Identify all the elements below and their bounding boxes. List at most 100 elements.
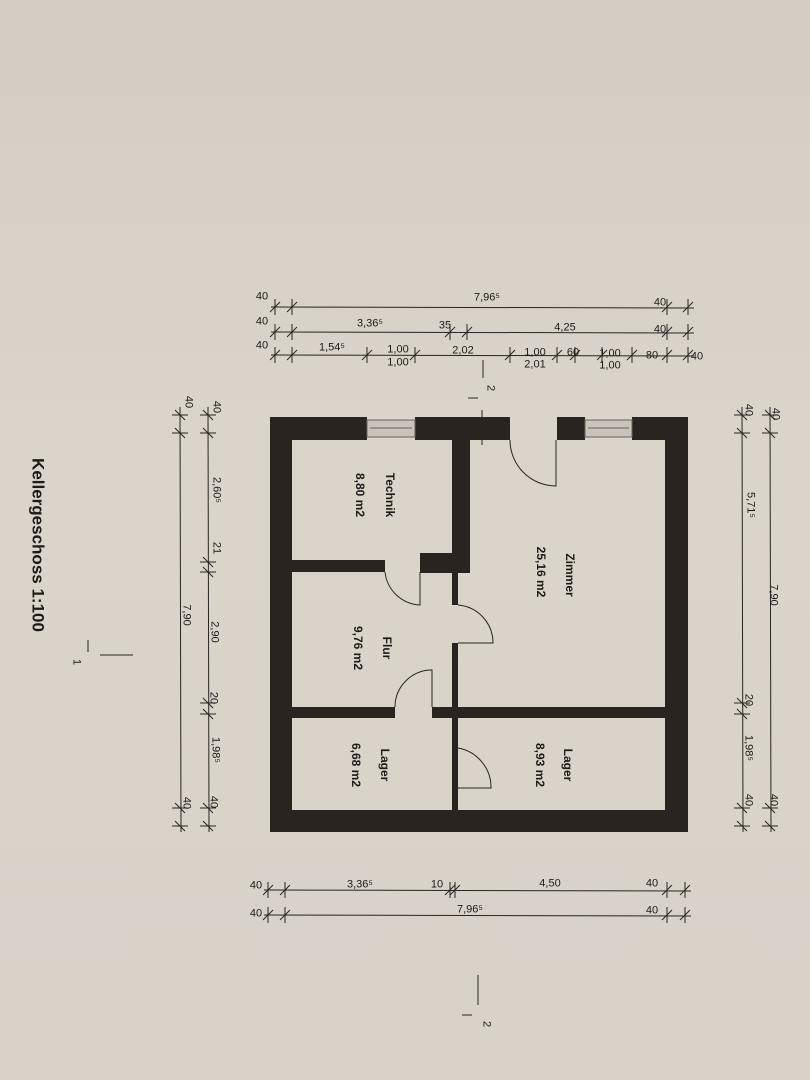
dimension-label: 2,60⁵ (210, 477, 223, 503)
dimension-tick (736, 708, 748, 720)
wall-top-1 (270, 417, 367, 440)
wall-technik-zimmer (452, 440, 470, 573)
dimension-tick (569, 349, 581, 361)
dimension-tick (661, 301, 673, 313)
dimension-tick (736, 820, 748, 832)
dimension-label: 1,00 (599, 359, 621, 372)
section-marker-label: 2 (484, 384, 497, 392)
dimension-label: 40 (249, 879, 263, 892)
dimension-label: 10 (430, 878, 444, 891)
room-area-lager: 8,93 m2 (533, 742, 547, 788)
dimension-tick (269, 301, 281, 313)
dimension-label: 40 (653, 296, 667, 309)
dimension-label: 7,96⁵ (474, 291, 500, 304)
dimension-label: 21 (210, 541, 223, 555)
dimension-tick (269, 349, 281, 361)
dimension-label: 35 (438, 319, 452, 332)
dimension-tick (504, 349, 516, 361)
dimension-tick (444, 326, 456, 338)
room-name-zimmer: Zimmer (563, 553, 577, 597)
section-marker-label: 2 (480, 1020, 493, 1028)
dimension-tick (202, 708, 214, 720)
dimension-label: 2,02 (452, 344, 474, 357)
dimension-label: 4,50 (539, 877, 561, 890)
room-name-lager-small: Lager (378, 748, 392, 782)
door-technik (384, 571, 421, 606)
dimension-tick (174, 820, 186, 832)
room-area-flur: 9,76 m2 (351, 625, 365, 671)
dimension-label: 40 (249, 907, 263, 920)
dimension-tick (736, 427, 748, 439)
dimension-line (270, 354, 695, 357)
dimension-label: 40 (255, 339, 269, 352)
dimension-label: 40 (742, 403, 755, 417)
dimension-tick (682, 301, 694, 313)
dimension-tick (736, 409, 748, 421)
room-name-lager: Lager (561, 748, 575, 782)
dimension-label: 20 (207, 691, 220, 705)
dimension-tick (409, 349, 421, 361)
wall-left (270, 417, 292, 832)
dimension-line (207, 406, 210, 833)
dimension-label: 40 (207, 795, 220, 809)
dimension-tick (361, 349, 373, 361)
dimension-label: 40 (255, 315, 269, 328)
dimension-label: 7,96⁵ (457, 903, 483, 916)
dimension-tick (202, 820, 214, 832)
dimension-tick (682, 349, 694, 361)
dimension-tick (202, 566, 214, 578)
wall-flur-zimmer-2 (452, 643, 458, 810)
dimension-line (263, 889, 692, 892)
room-area-zimmer: 25,16 m2 (534, 546, 548, 598)
dimension-tick (626, 349, 638, 361)
dimension-tick (202, 697, 214, 709)
dimension-label: 1,00 (524, 346, 546, 359)
dimension-tick (736, 802, 748, 814)
dimension-label: 40 (645, 904, 659, 917)
dimension-tick (286, 326, 298, 338)
dimension-tick (764, 427, 776, 439)
dimension-tick (286, 349, 298, 361)
dimension-line (263, 914, 692, 917)
dimension-tick (661, 884, 673, 896)
dimension-tick (174, 409, 186, 421)
dimension-label: 40 (645, 877, 659, 890)
dimension-tick (682, 326, 694, 338)
room-area-technik: 8,80 m2 (353, 472, 367, 518)
wall-zimmer-lager (432, 707, 665, 718)
dimension-tick (444, 884, 456, 896)
dimension-label: 40 (255, 290, 269, 303)
dimension-tick (461, 326, 473, 338)
dimension-label: 60 (566, 346, 580, 359)
wall-right (665, 417, 688, 832)
dimension-label: 1,54⁵ (319, 341, 345, 354)
dimension-label: 2,90 (208, 621, 221, 643)
dimension-tick (661, 326, 673, 338)
wall-top-2 (415, 417, 510, 440)
walls (270, 417, 688, 832)
dimension-label: 80 (645, 349, 659, 362)
dimension-label: 40 (210, 400, 223, 414)
door-lager-left (394, 669, 433, 708)
dimension-tick (679, 884, 691, 896)
dimension-tick (764, 802, 776, 814)
dimension-tick (764, 409, 776, 421)
dimension-label: 1,00 (387, 356, 409, 369)
dimension-line (270, 331, 695, 334)
dimension-label: 40 (769, 407, 782, 421)
dimension-tick (202, 802, 214, 814)
room-area-lager-small: 6,68 m2 (349, 742, 363, 788)
wall-bottom (270, 810, 688, 832)
dimension-label: 3,36⁵ (357, 317, 383, 330)
wall-technik-flur (292, 560, 385, 572)
dimension-label: 1,98⁵ (742, 735, 755, 761)
dimension-line (741, 406, 744, 833)
door-swings (384, 439, 557, 789)
dimension-label: 3,36⁵ (347, 878, 373, 891)
windows (366, 419, 633, 438)
dimension-label: 4,25 (554, 321, 576, 334)
dimension-tick (551, 349, 563, 361)
room-name-technik: Technik (383, 472, 397, 518)
section-marker-label: 1 (70, 658, 83, 666)
